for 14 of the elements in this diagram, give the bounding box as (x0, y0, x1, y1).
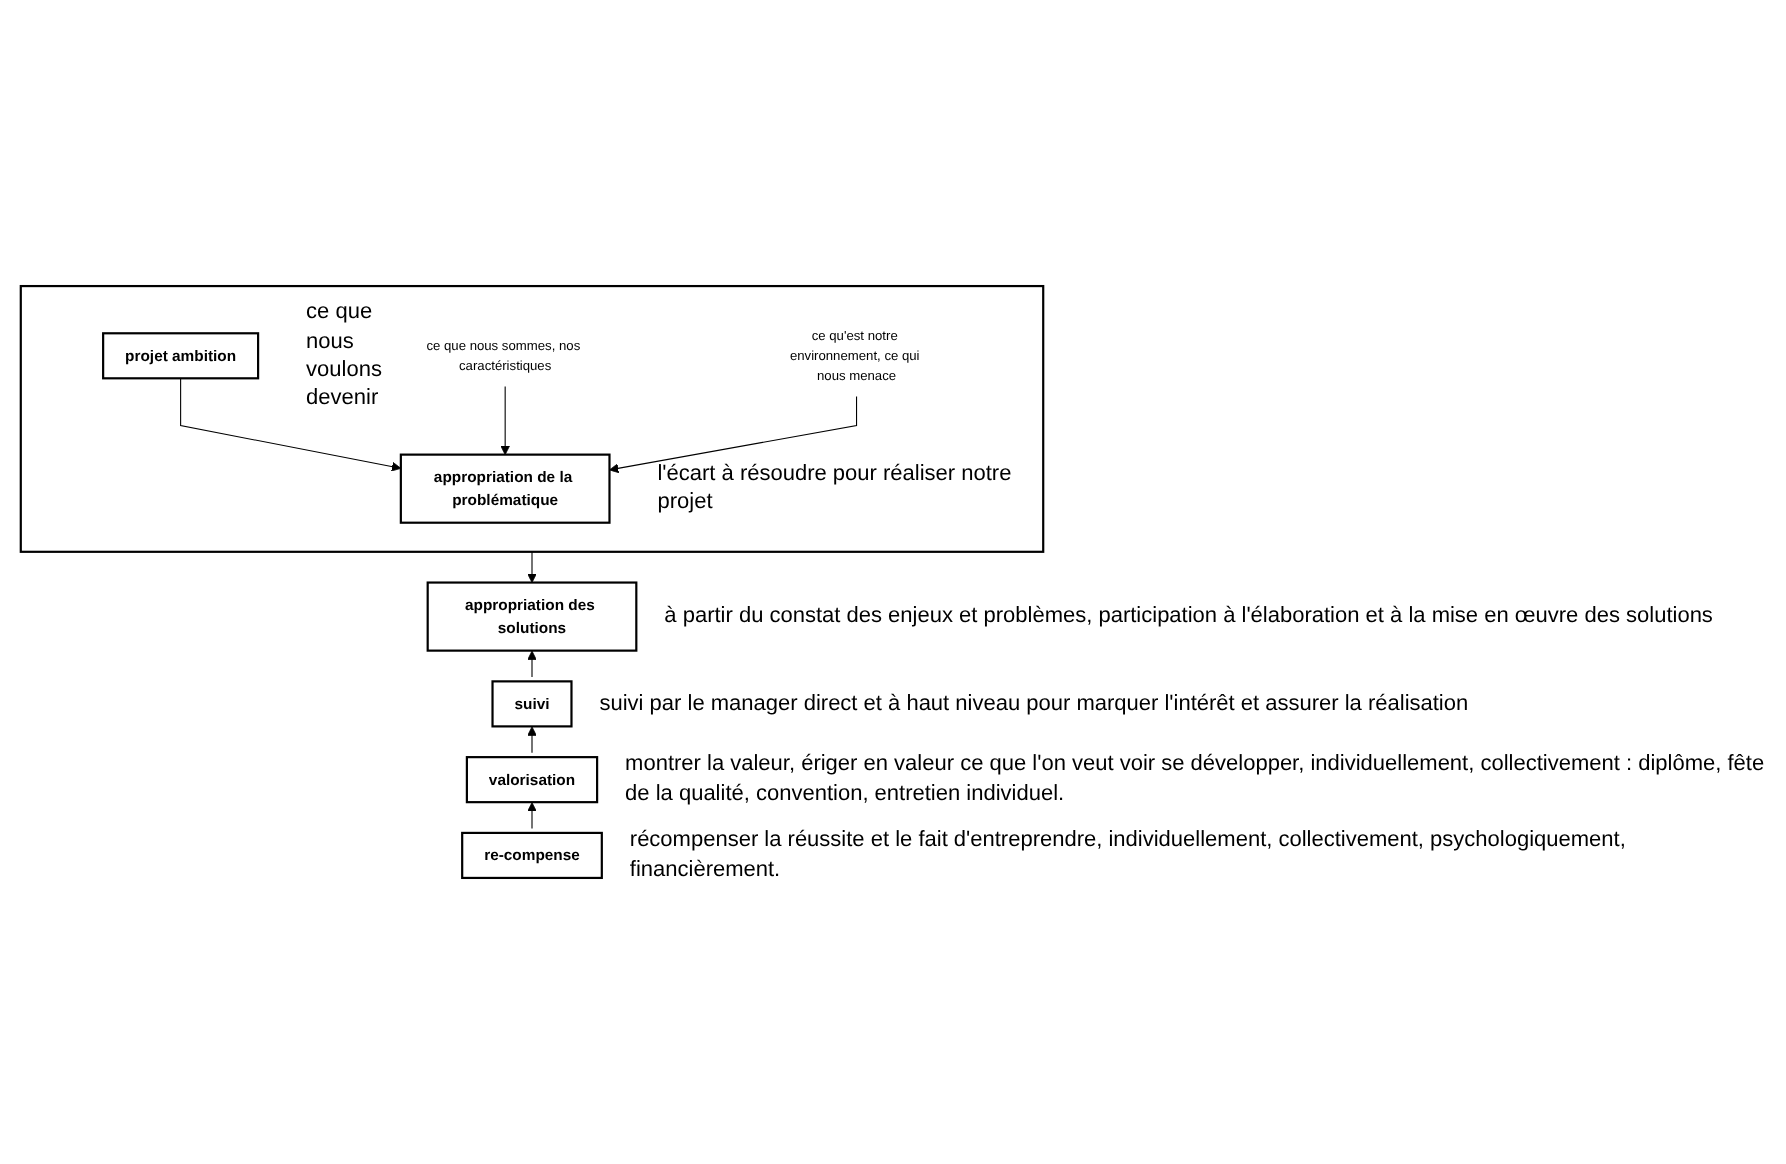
description-text: suivi par le manager direct et à haut niveau pour marquer l'intérêt et assurer la réalisation (599, 689, 1469, 719)
description-text: ce que nous voulons devenir (306, 298, 381, 414)
description-text: récompenser la réussite et le fait d'entreprendre, individuellement, collectivement, psychologiquement, financièrement. (629, 826, 1628, 884)
description-text: à partir du constat des enjeux et problèmes, participation à l'élaboration et à la mise en œuvre des solutions (664, 602, 1713, 632)
cluster (19, 284, 1045, 553)
description-text: montrer la valeur, ériger en valeur ce que l'on veut voir se développer, individuellement, collectivement : diplôme, fête de la qualité, convention, entretien individuel. (625, 750, 1766, 808)
arrow (180, 377, 402, 472)
arrow (527, 551, 537, 583)
arrow (500, 386, 510, 456)
arrow (527, 802, 537, 830)
arrow (527, 650, 537, 678)
arrow (609, 395, 858, 474)
arrow (527, 726, 537, 754)
description-text: l'écart à résoudre pour réaliser notre projet (657, 459, 1014, 517)
